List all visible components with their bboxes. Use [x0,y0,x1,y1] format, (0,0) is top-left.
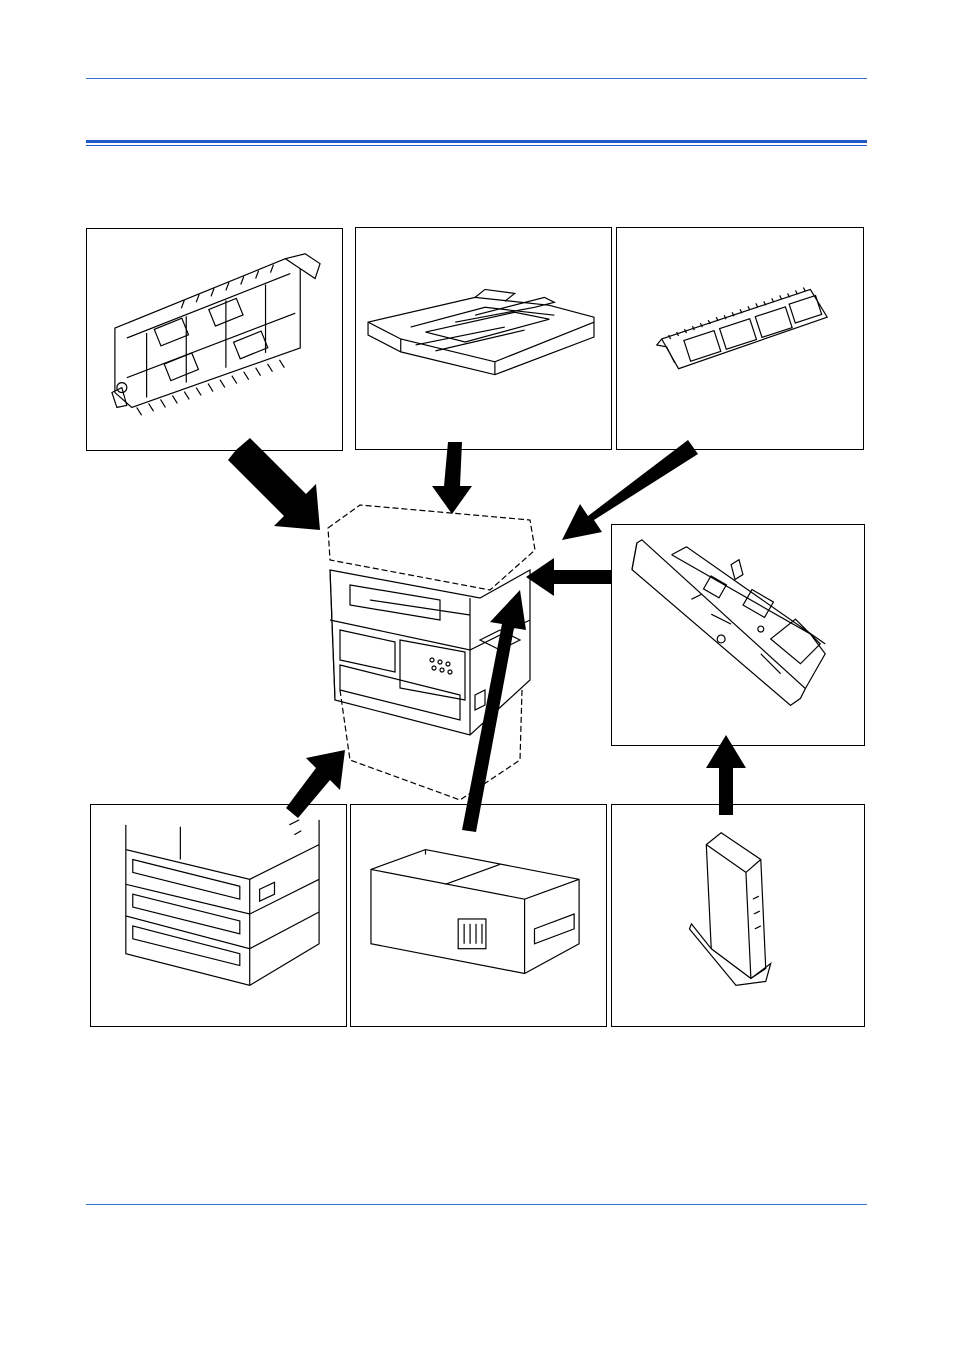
wireless-unit-icon [688,832,772,987]
paper-feeder-icon [125,819,320,987]
arrow-network-card [526,558,612,596]
paper-feeder-panel [90,804,347,1027]
network-card-icon [631,539,826,707]
duplex-unit-icon [111,253,321,416]
wireless-unit-panel [611,804,865,1027]
arrow-fax-kit [462,590,526,832]
network-interface-card-panel [611,524,865,746]
document-processor-icon [367,288,595,376]
header-rule [86,78,867,79]
fax-kit-icon [370,848,580,975]
memory-module-panel [616,227,864,450]
section-rule [86,140,867,146]
arrow-duplex [228,438,320,530]
duplex-unit-panel [86,228,343,451]
arrow-document-processor [432,442,472,514]
copier-icon [327,504,536,801]
memory-module-icon [655,287,829,370]
footer-rule [86,1204,867,1205]
document-processor-panel [355,227,612,450]
fax-kit-panel [350,804,607,1027]
arrow-wireless [706,735,746,815]
